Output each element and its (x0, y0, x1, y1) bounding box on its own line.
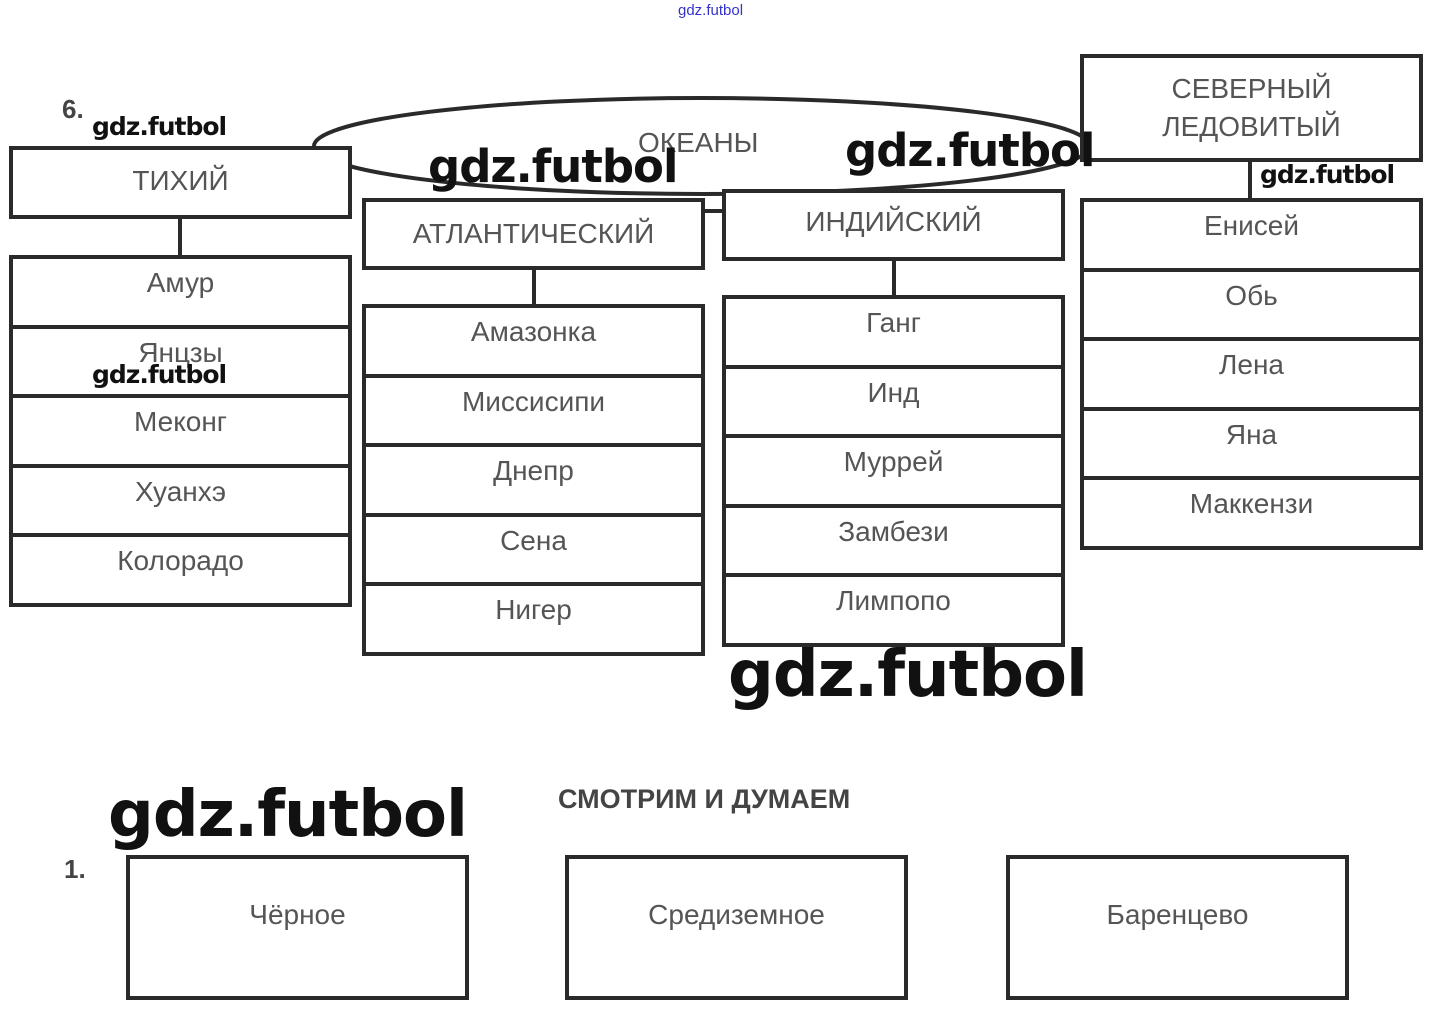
river-item: Нигер (362, 582, 705, 656)
river-item: Муррей (722, 434, 1065, 508)
river-item: Днепр (362, 443, 705, 517)
river-item: Маккензи (1080, 476, 1423, 550)
river-item: Миссисипи (362, 373, 705, 447)
river-item: Замбези (722, 503, 1065, 577)
river-item: Инд (722, 364, 1065, 438)
river-item: Лимпопо (722, 573, 1065, 647)
river-item: Ганг (722, 295, 1065, 369)
watermark: gdz.futbol (92, 360, 227, 389)
river-item: Обь (1080, 267, 1423, 341)
watermark: gdz.futbol (92, 112, 227, 141)
river-item: Амур (9, 255, 352, 329)
connector (1248, 162, 1252, 200)
ocean-atlantic: АТЛАНТИЧЕСКИЙ (362, 198, 705, 270)
river-item: Колорадо (9, 533, 352, 607)
river-item: Сена (362, 512, 705, 586)
sea-box: Чёрное (126, 855, 469, 1000)
sea-box: Баренцево (1006, 855, 1349, 1000)
watermark: gdz.futbol (108, 778, 468, 852)
river-item: Енисей (1080, 198, 1423, 272)
watermark: gdz.futbol (428, 140, 678, 193)
connector (532, 270, 536, 306)
task-number-6: 6. (62, 94, 84, 124)
watermark: gdz.futbol (845, 124, 1095, 177)
river-item: Лена (1080, 337, 1423, 411)
oceans-label: ОКЕАНЫ (638, 127, 759, 158)
ocean-arctic: СЕВЕРНЫЙ ЛЕДОВИТЫЙ (1080, 54, 1423, 162)
task-number-1: 1. (64, 854, 86, 884)
river-item: Яна (1080, 406, 1423, 480)
river-item: Меконг (9, 394, 352, 468)
header-watermark[interactable]: gdz.futbol (678, 2, 744, 19)
river-item: Амазонка (362, 304, 705, 378)
ocean-indian: ИНДИЙСКИЙ (722, 189, 1065, 261)
ocean-arctic-label: СЕВЕРНЫЙ ЛЕДОВИТЫЙ (1162, 73, 1341, 142)
river-item: Хуанхэ (9, 463, 352, 537)
watermark: gdz.futbol (1260, 160, 1395, 189)
section-title: СМОТРИМ И ДУМАЕМ (558, 784, 851, 814)
sea-box: Средиземное (565, 855, 908, 1000)
ocean-pacific: ТИХИЙ (9, 146, 352, 219)
connector (178, 219, 182, 257)
connector (892, 261, 896, 297)
watermark: gdz.futbol (728, 638, 1088, 712)
